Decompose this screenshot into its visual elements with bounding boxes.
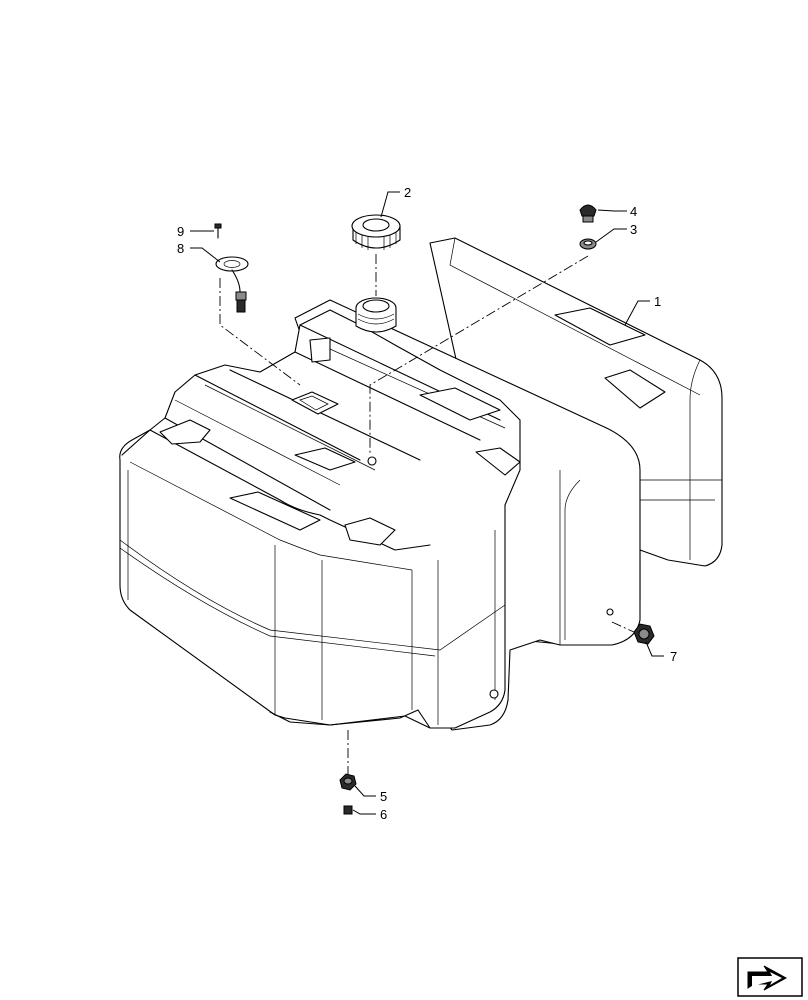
callout-6: 6: [380, 807, 387, 822]
callout-4: 4: [630, 204, 637, 219]
callout-1: 1: [654, 294, 661, 309]
callout-2: 2: [404, 185, 411, 200]
fuel-tank: [119, 237, 723, 731]
leader-lines: [190, 191, 664, 815]
side-drain-plug: [633, 623, 655, 645]
callout-3: 3: [630, 222, 637, 237]
callout-labels: 1 2 3 4 5 6 7 8 9: [177, 185, 677, 822]
assembly-centerlines: [219, 254, 637, 775]
bottom-screw: [343, 805, 353, 815]
bottom-plug: [339, 773, 357, 791]
callout-7: 7: [670, 649, 677, 664]
filler-cap: [351, 214, 401, 250]
callout-8: 8: [177, 241, 184, 256]
screw: [214, 223, 222, 239]
grommet: [579, 238, 597, 250]
fuel-level-sender: [215, 256, 249, 313]
breather-cap: [579, 204, 597, 223]
callout-9: 9: [177, 224, 184, 239]
callout-5: 5: [380, 789, 387, 804]
next-page-arrow-icon[interactable]: [737, 957, 803, 997]
